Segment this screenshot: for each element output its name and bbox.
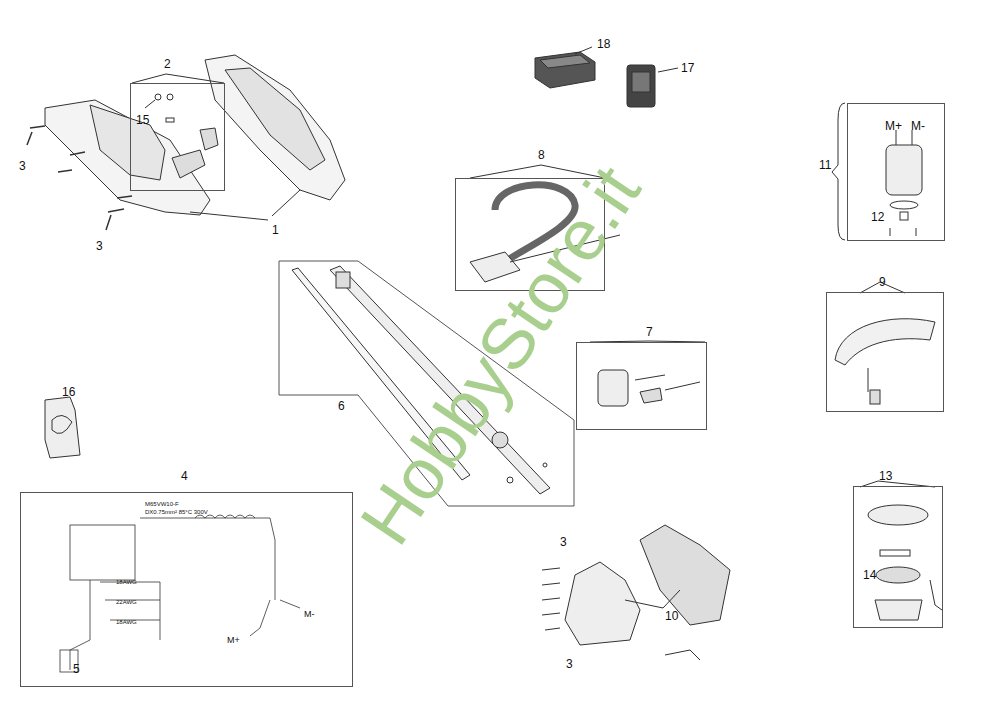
callout-number: 8 xyxy=(538,149,545,161)
callout-number: 3 xyxy=(96,240,103,252)
callout-number: 1 xyxy=(272,224,279,236)
trigger-parts xyxy=(132,74,224,178)
part-label: 18AWG xyxy=(116,619,137,625)
part-label: DX0.75mm² 85°C 300V xyxy=(145,509,208,515)
spool-head xyxy=(860,481,942,620)
part-label: M- xyxy=(304,610,315,619)
part-group-box: 9 xyxy=(826,292,944,412)
callout-number: 16 xyxy=(62,386,75,398)
sticker-mark xyxy=(52,415,72,433)
part-group-box: 4M65VW10-FDX0.75mm² 85°C 300V18AWG22AWG1… xyxy=(20,492,353,687)
part-label: M+ xyxy=(227,636,240,645)
motor xyxy=(832,103,922,240)
charger-battery xyxy=(535,47,678,107)
part-label: 12 xyxy=(871,211,884,223)
part-label: M65VW10-F xyxy=(145,501,179,507)
sticker xyxy=(45,397,80,458)
housing xyxy=(45,55,345,220)
part-label: 14 xyxy=(863,569,876,581)
part-label: M- xyxy=(911,120,925,132)
part-label: 5 xyxy=(73,663,80,675)
callout-number: 10 xyxy=(665,610,678,622)
callout-number: 2 xyxy=(164,58,171,70)
screws xyxy=(27,126,132,230)
callout-number: 6 xyxy=(338,400,345,412)
part-group-box: 11M+M-12 xyxy=(847,103,945,241)
callout-number: 3 xyxy=(560,536,567,548)
wiring xyxy=(60,515,300,672)
part-label: 15 xyxy=(136,114,149,126)
callout-number: 3 xyxy=(19,160,26,172)
callout-number: 17 xyxy=(681,62,694,74)
part-group-box: 215 xyxy=(130,83,225,191)
motor-housing xyxy=(542,525,730,660)
callout-number: 9 xyxy=(879,276,886,288)
part-group-box: 1314 xyxy=(853,486,943,628)
callout-number: 7 xyxy=(646,326,653,338)
part-label: 18AWG xyxy=(116,579,137,585)
part-group-box: 7 xyxy=(576,342,707,430)
callout-number: 13 xyxy=(879,470,892,482)
part-label: 22AWG xyxy=(116,599,137,605)
callout-number: 11 xyxy=(819,159,831,171)
guard xyxy=(835,282,935,404)
callout-number: 18 xyxy=(597,38,610,50)
callout-number: 3 xyxy=(566,658,573,670)
part-label: M+ xyxy=(885,120,902,132)
callout-number: 4 xyxy=(181,470,188,482)
clamp xyxy=(590,341,705,406)
watermark: HobbyStore.it xyxy=(348,154,652,556)
